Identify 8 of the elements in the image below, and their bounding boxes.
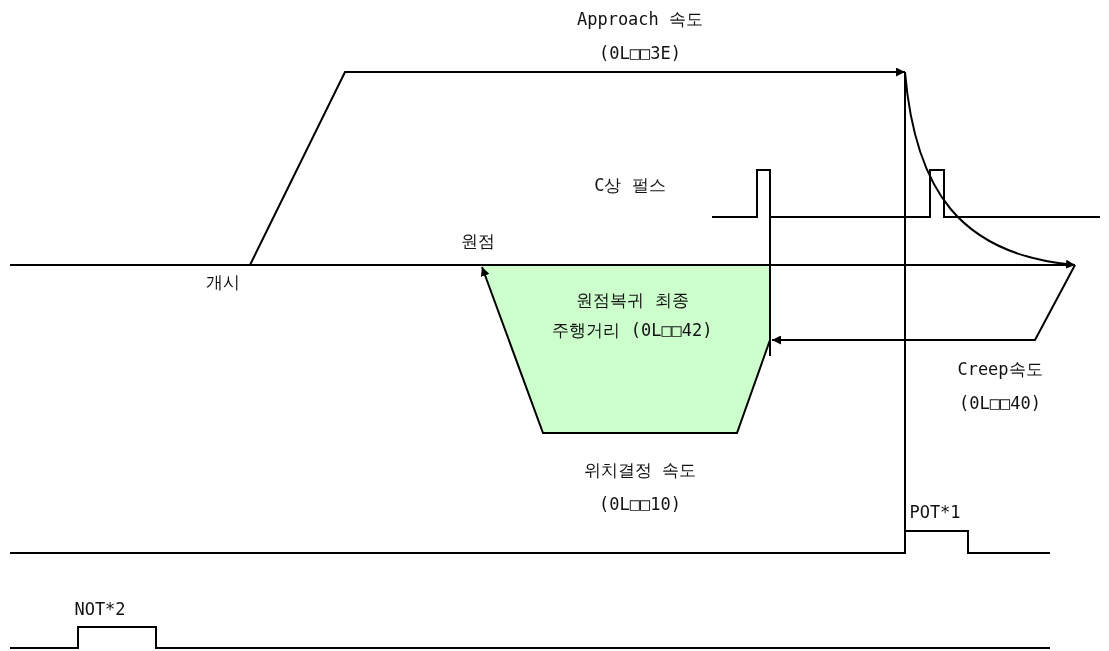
signal-label: NOT*2 bbox=[73, 598, 127, 621]
start-label: 개시 bbox=[204, 271, 241, 294]
origin-label: 원점 bbox=[459, 230, 496, 253]
speed-label: Approach 속도 (0L□□3E) bbox=[575, 8, 705, 65]
signal-label: POT*1 bbox=[908, 501, 962, 524]
speed-label: 위치결정 속도 (0L□□10) bbox=[582, 459, 698, 516]
speed-label: Creep속도 (0L□□40) bbox=[956, 358, 1044, 415]
signal-label: C상 펄스 bbox=[593, 174, 667, 197]
